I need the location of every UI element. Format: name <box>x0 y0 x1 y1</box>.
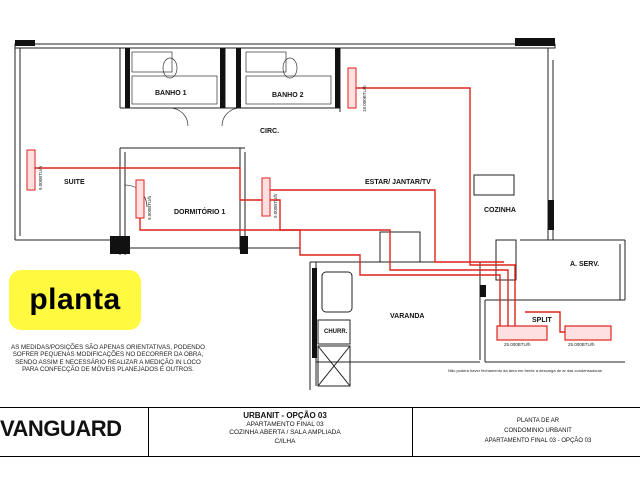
condenser-2 <box>564 325 612 341</box>
evaporator-4-label: 9.000BTU/h <box>273 193 278 218</box>
bathroom-fixtures <box>124 51 332 208</box>
evaporator-2-label: 9.000BTU/h <box>38 165 43 190</box>
room-dormitorio: DORMITÓRIO 1 <box>174 207 225 216</box>
room-split: SPLIT <box>532 317 553 324</box>
room-estar: ESTAR/ JANTAR/TV <box>365 179 431 186</box>
evaporator-1 <box>347 67 357 109</box>
evaporator-3 <box>135 179 145 219</box>
disclaimer-note: As medidas/posições são apenas orientati… <box>11 344 205 374</box>
room-banho-2: BANHO 2 <box>272 92 304 99</box>
ac-lines <box>30 87 575 333</box>
planta-badge: planta <box>9 270 141 330</box>
evaporator-units <box>26 67 357 219</box>
evaporator-3-label: 9.000BTU/h <box>147 195 152 220</box>
project-title: URBANIT - OPÇÃO 03 <box>243 411 327 420</box>
room-churr: CHURR. <box>324 329 348 335</box>
divider <box>148 408 149 456</box>
room-aserv: A. SERV. <box>570 261 599 268</box>
condenser-units <box>496 325 612 341</box>
sheet-unit: APARTAMENTO FINAL 03 - OPÇÃO 03 <box>484 438 592 444</box>
evaporator-4 <box>261 177 271 217</box>
project-line-2: APARTAMENTO FINAL 03 <box>246 420 324 428</box>
condenser-2-label: 25.000BTU/h <box>568 342 595 347</box>
project-line-4: C/ILHA <box>274 437 296 445</box>
sheet-info: PLANTA DE AR CONDOMINIO URBANIT APARTAME… <box>458 416 618 446</box>
room-suite: SUITE <box>64 179 85 186</box>
evaporator-2 <box>26 149 36 191</box>
wall-blocks <box>15 38 555 358</box>
plan-note: Não poderá haver fechamento da área em f… <box>448 368 602 373</box>
room-circ: CIRC. <box>260 128 279 135</box>
sheet-title: PLANTA DE AR <box>516 418 560 424</box>
vanguard-logo: VANGUARD <box>0 416 122 441</box>
condenser-1 <box>496 325 548 341</box>
project-line-3: COZINHA ABERTA / SALA AMPLIADA <box>229 429 341 436</box>
room-banho-1: BANHO 1 <box>155 90 187 97</box>
badge-text: planta <box>29 283 121 316</box>
project-info: URBANIT - OPÇÃO 03 APARTAMENTO FINAL 03 … <box>200 411 370 446</box>
sheet-condo: CONDOMINIO URBANIT <box>504 428 572 434</box>
title-block: VANGUARD URBANIT - OPÇÃO 03 APARTAMENTO … <box>0 407 640 457</box>
evaporator-1-label: 18.000BTU/h <box>362 85 367 112</box>
room-cozinha: COZINHA <box>484 207 516 214</box>
condenser-1-label: 25.000BTU/h <box>504 342 531 347</box>
room-varanda: VARANDA <box>390 313 424 320</box>
divider <box>412 408 413 456</box>
